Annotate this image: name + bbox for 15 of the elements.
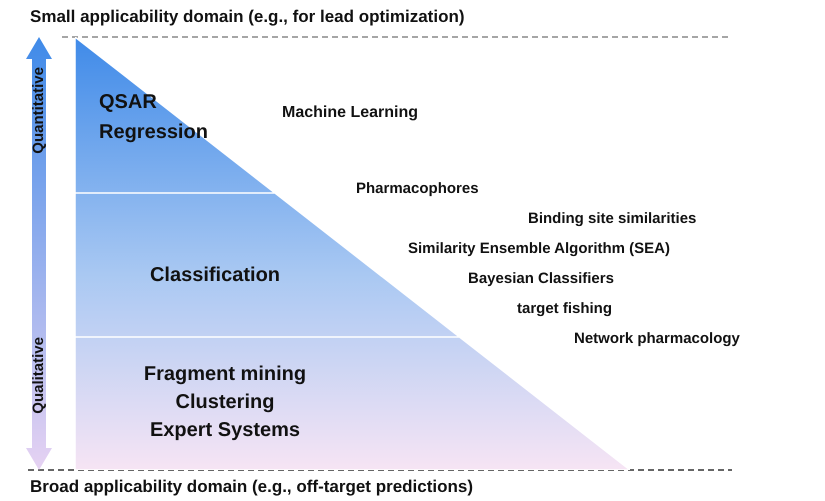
scale-label: Quantitative — [30, 67, 48, 154]
method-label: target fishing — [517, 300, 612, 318]
method-label: Similarity Ensemble Algorithm (SEA) — [408, 240, 670, 258]
method-label: Bayesian Classifiers — [468, 270, 614, 288]
tier-label: Expert Systems — [148, 418, 302, 442]
tier-label: Clustering — [174, 390, 276, 414]
tier-label: Classification — [148, 263, 282, 287]
domain-heading: Small applicability domain (e.g., for lead optimization) — [30, 8, 464, 26]
domain-heading: Broad applicability domain (e.g., off-target predictions) — [30, 478, 473, 496]
method-label: Machine Learning — [282, 104, 418, 122]
method-label: Binding site similarities — [528, 210, 696, 228]
scale-label: Qualitative — [30, 337, 48, 414]
method-label: Network pharmacology — [574, 330, 740, 348]
method-label: Pharmacophores — [356, 180, 479, 198]
tier-label: Fragment mining — [142, 362, 308, 386]
